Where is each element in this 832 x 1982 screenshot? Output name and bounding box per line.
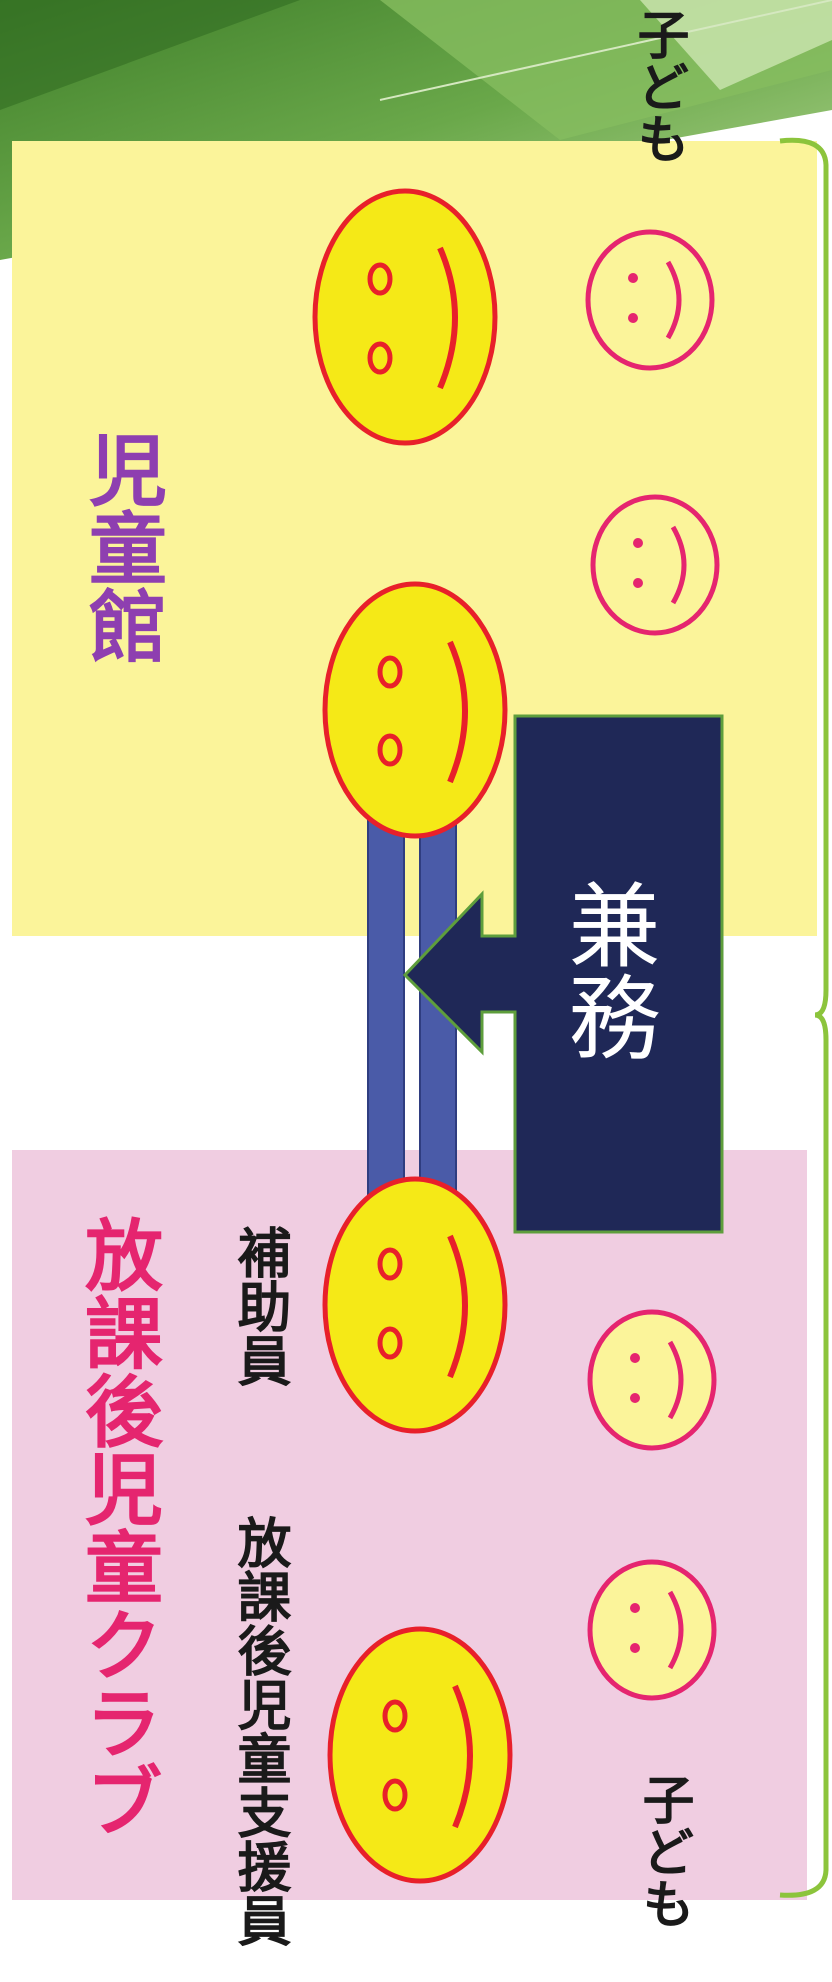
child-face-3: [587, 1309, 717, 1451]
club-staff-assistant: 補助員: [228, 1225, 291, 1387]
concurrent-callout: [402, 714, 724, 1234]
concurrent-label: 兼務: [553, 878, 660, 1062]
jidokan-children-label: 子ども: [628, 8, 688, 164]
child-face-2: [590, 494, 720, 636]
adult-face-2: [322, 581, 508, 839]
adult-face-4: [327, 1626, 513, 1884]
child-face-4: [587, 1559, 717, 1701]
club-children-label: 子ども: [633, 1773, 693, 1929]
connector-bar-left: [367, 799, 405, 1221]
club-staff-support: 放課後児童支援員: [228, 1515, 291, 1947]
adult-face-1: [312, 188, 498, 446]
club-title: 放課後児童クラブ: [72, 1215, 162, 1839]
adult-face-3: [322, 1176, 508, 1434]
children-bracket: [779, 137, 829, 1898]
child-face-1: [585, 229, 715, 371]
jidokan-title: 児童館: [76, 430, 166, 664]
